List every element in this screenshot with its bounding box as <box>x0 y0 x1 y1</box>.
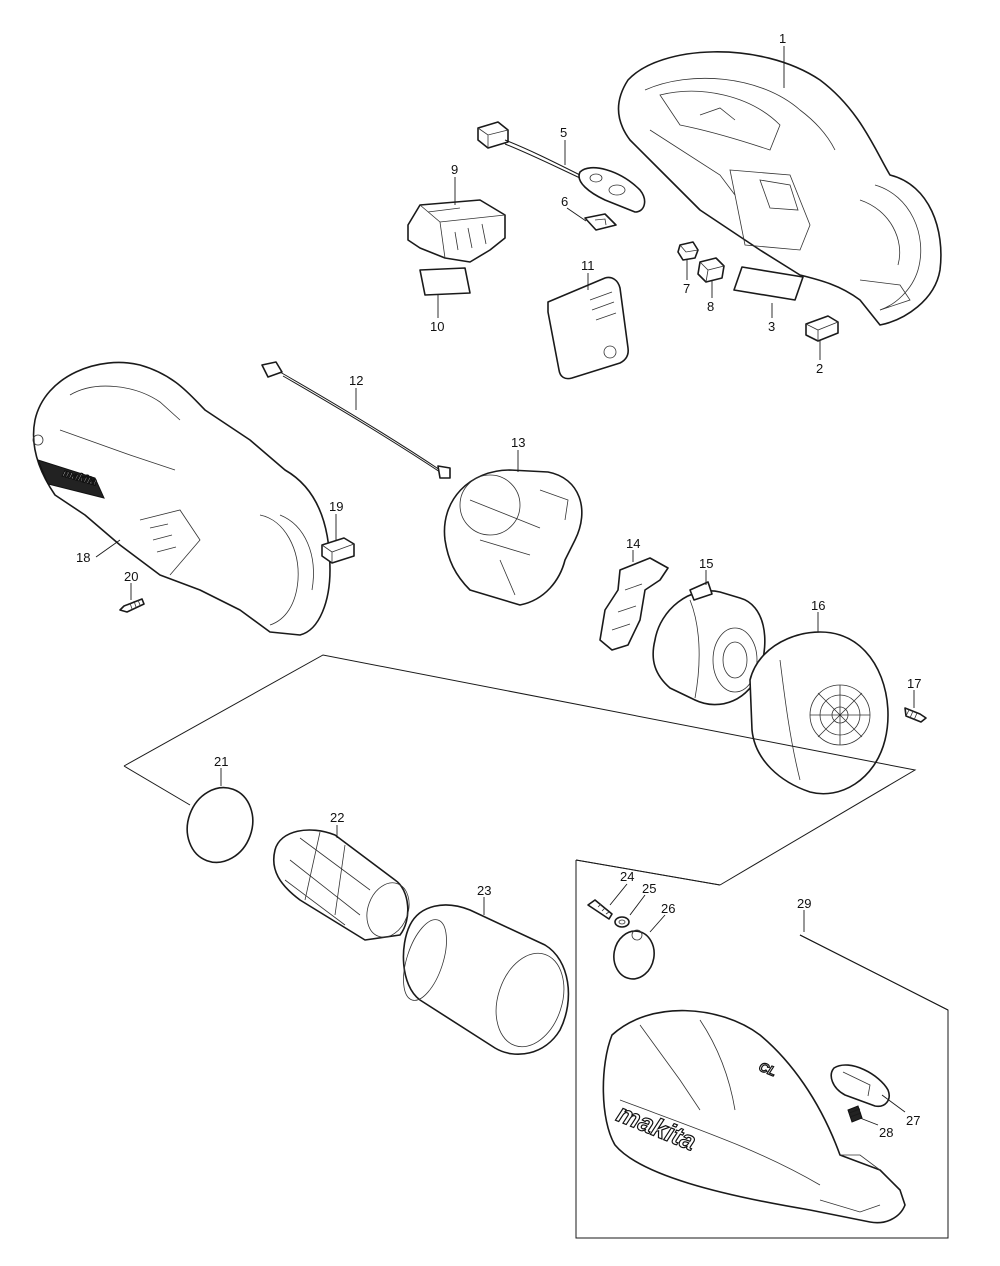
part-10-sheet <box>419 267 471 296</box>
part-8-connector <box>697 257 725 283</box>
part-25-washer <box>614 916 630 928</box>
part-18-housing-half: makita <box>32 361 331 636</box>
part-28-spring <box>847 1105 863 1123</box>
part-label: 19 <box>329 499 343 514</box>
part-12-cable <box>261 361 451 479</box>
part-24-screw <box>587 899 613 920</box>
part-13-motor-bracket <box>443 469 583 606</box>
part-label: 28 <box>879 1125 893 1140</box>
part-3-label-plate <box>733 266 804 301</box>
part-label: 17 <box>907 676 921 691</box>
part-label: 18 <box>76 550 90 565</box>
part-label: 13 <box>511 435 525 450</box>
part-29-dust-case: makita CL <box>602 1009 906 1224</box>
part-label: 15 <box>699 556 713 571</box>
part-1-housing-half <box>617 51 942 326</box>
part-label: 22 <box>330 810 344 825</box>
part-label: 25 <box>642 881 656 896</box>
part-23-filter <box>402 904 570 1055</box>
part-label: 16 <box>811 598 825 613</box>
part-label: 10 <box>430 319 444 334</box>
part-label: 5 <box>560 125 567 140</box>
part-label: 12 <box>349 373 363 388</box>
part-6-chip <box>584 213 617 231</box>
part-5-switch-lead <box>477 121 646 213</box>
part-15-motor <box>652 581 766 706</box>
part-21-filter-disc <box>186 786 254 864</box>
part-16-fan-housing <box>749 631 889 795</box>
part-label: 24 <box>620 869 634 884</box>
part-label: 14 <box>626 536 640 551</box>
part-17-screw <box>904 707 927 723</box>
part-label: 11 <box>581 258 595 273</box>
part-19-clip <box>321 537 355 564</box>
part-label: 26 <box>661 901 675 916</box>
part-label: 2 <box>816 361 823 376</box>
part-label: 7 <box>683 281 690 296</box>
filter-assembly-frame <box>123 654 917 886</box>
case-badge-logo: CL <box>757 1059 779 1079</box>
part-label: 21 <box>214 754 228 769</box>
part-label: 9 <box>451 162 458 177</box>
part-27-latch <box>830 1064 890 1108</box>
part-label: 8 <box>707 299 714 314</box>
part-2-clip <box>805 315 839 342</box>
part-number-labels: 1 2 3 5 6 7 8 9 10 11 12 13 14 15 16 17 … <box>76 31 921 1140</box>
part-label: 3 <box>768 319 775 334</box>
part-7-connector <box>677 241 699 261</box>
part-9-terminal <box>407 199 506 263</box>
part-label: 29 <box>797 896 811 911</box>
part-label: 1 <box>779 31 786 46</box>
leader-lines <box>95 46 915 1126</box>
part-label: 27 <box>906 1113 920 1128</box>
part-11-controller <box>547 276 629 380</box>
part-label: 20 <box>124 569 138 584</box>
part-14-brush-holder <box>599 557 669 651</box>
part-label: 23 <box>477 883 491 898</box>
part-22-filter-cage <box>273 829 410 941</box>
part-20-screw <box>119 598 145 613</box>
part-26-seal <box>613 929 655 980</box>
part-29-box-frame <box>575 859 949 1239</box>
part-label: 6 <box>561 194 568 209</box>
